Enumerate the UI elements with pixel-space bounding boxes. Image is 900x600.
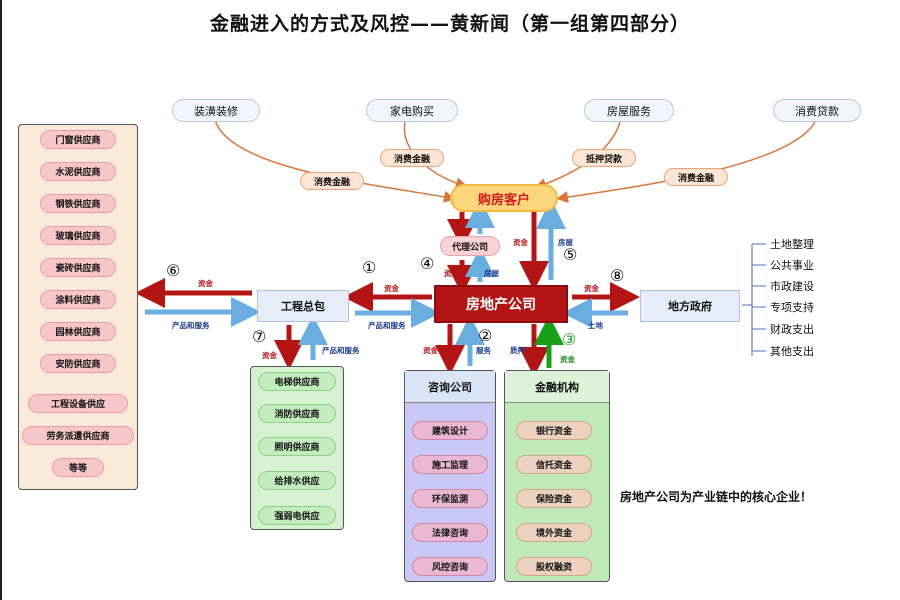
supplier-item: 工程设备供应 (28, 394, 128, 413)
supplier-item: 玻璃供应商 (40, 226, 116, 245)
flow-label-house: 房屋 (558, 238, 573, 247)
flow-label-funds: 资金 (584, 284, 599, 293)
node-agency: 代理公司 (440, 236, 500, 256)
step-number-2: ② (478, 326, 493, 345)
gov-item: 财政支出 (770, 323, 814, 336)
consulting-header: 咨询公司 (405, 371, 495, 403)
conclusion-text: 房地产公司为产业链中的核心企业！ (620, 490, 813, 504)
supplier-item: 瓷砖供应商 (40, 258, 116, 277)
flow-label-products: 产品和服务 (172, 321, 210, 330)
step-number-1: ① (362, 258, 377, 277)
finance-item: 银行资金 (516, 421, 592, 440)
consulting-panel (404, 370, 496, 582)
step-number-7: ⑦ (252, 327, 267, 346)
flow-label-products: 产品和服务 (368, 321, 406, 330)
consulting-item: 施工监理 (412, 455, 488, 474)
gov-item: 市政建设 (770, 280, 814, 293)
topic-housing-service: 房屋服务 (584, 99, 674, 122)
flow-label-funds: 资金 (423, 346, 438, 355)
sub-supplier-item: 电梯供应商 (258, 372, 336, 391)
node-home-buyer: 购房客户 (450, 184, 558, 212)
sub-supplier-item: 给排水供应 (258, 471, 336, 490)
flow-label-land: 土地 (588, 321, 603, 330)
supplier-item: 等等 (52, 458, 104, 477)
flow-label-service: 服务 (476, 346, 491, 355)
sub-supplier-item: 照明供应商 (258, 437, 336, 456)
gov-item: 土地整理 (770, 238, 814, 251)
step-number-4: ④ (420, 254, 435, 273)
consulting-item: 法律咨询 (412, 523, 488, 542)
gov-item: 其他支出 (770, 345, 814, 358)
label-consumer-finance: 消费金融 (380, 149, 444, 167)
page-title: 金融进入的方式及风控——黄新闻（第一组第四部分） (209, 13, 690, 35)
gov-item: 公共事业 (770, 259, 814, 272)
step-number-5: ⑤ (563, 245, 578, 264)
consulting-item: 建筑设计 (412, 421, 488, 440)
label-mortgage: 抵押贷款 (572, 149, 636, 167)
supplier-item: 园林供应商 (40, 322, 116, 341)
topic-consumer-loan: 消费贷款 (773, 99, 861, 122)
label-consumer-finance: 消费金融 (300, 172, 364, 190)
finance-header: 金融机构 (505, 371, 609, 403)
finance-item: 保险资金 (516, 489, 592, 508)
flow-label-funds: 资金 (560, 355, 575, 364)
node-developer: 房地产公司 (434, 285, 568, 323)
flow-label-funds: 资金 (384, 284, 399, 293)
step-number-3: ③ (562, 330, 577, 349)
flow-label-pledge: 质押 (510, 346, 525, 355)
step-number-6: ⑥ (166, 261, 181, 280)
sub-supplier-item: 消防供应商 (258, 404, 336, 423)
node-local-government: 地方政府 (640, 290, 740, 322)
frame-border (0, 0, 2, 600)
gov-item: 专项支持 (770, 301, 814, 314)
label-consumer-finance: 消费金融 (664, 168, 728, 186)
consulting-item: 环保监测 (412, 489, 488, 508)
flow-label-products: 产品和服务 (322, 346, 360, 355)
flow-label-funds: 资金 (198, 279, 213, 288)
node-contractor: 工程总包 (257, 290, 349, 322)
finance-panel (504, 370, 610, 582)
flow-label-funds: 资金 (262, 351, 277, 360)
finance-item: 境外资金 (516, 523, 592, 542)
flow-label-funds: 资金 (444, 269, 459, 278)
sub-supplier-item: 强弱电供应 (258, 506, 336, 525)
flow-label-house: 房屋 (484, 269, 499, 278)
topic-appliance: 家电购买 (366, 99, 458, 122)
topic-decoration: 装潢装修 (172, 99, 260, 122)
supplier-item: 门窗供应商 (40, 130, 116, 149)
supplier-item: 劳务派遣供应商 (22, 426, 134, 445)
consulting-item: 风控咨询 (412, 557, 488, 576)
flow-label-funds: 资金 (513, 238, 528, 247)
supplier-item: 钢铁供应商 (40, 194, 116, 213)
step-number-8: ⑧ (610, 266, 625, 285)
supplier-item: 水泥供应商 (40, 162, 116, 181)
supplier-item: 涂料供应商 (40, 290, 116, 309)
finance-item: 股权融资 (516, 557, 592, 576)
supplier-item: 安防供应商 (40, 354, 116, 373)
finance-item: 信托资金 (516, 455, 592, 474)
